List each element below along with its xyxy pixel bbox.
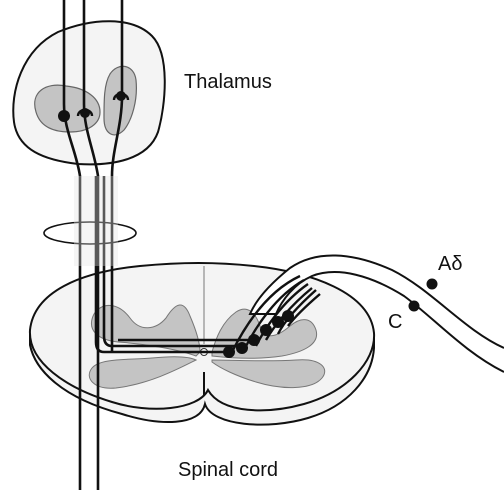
tract-corridor bbox=[74, 176, 118, 266]
a-delta-marker bbox=[427, 279, 438, 290]
c-fiber-marker bbox=[409, 301, 420, 312]
spinal-cord-group bbox=[30, 263, 374, 425]
thalamus-label: Thalamus bbox=[184, 71, 272, 93]
c-fiber-label: C bbox=[388, 311, 402, 333]
a-delta-label: Aδ bbox=[438, 253, 462, 275]
spinal-cord-label: Spinal cord bbox=[178, 459, 278, 481]
spinal-cord-outline bbox=[30, 263, 374, 410]
